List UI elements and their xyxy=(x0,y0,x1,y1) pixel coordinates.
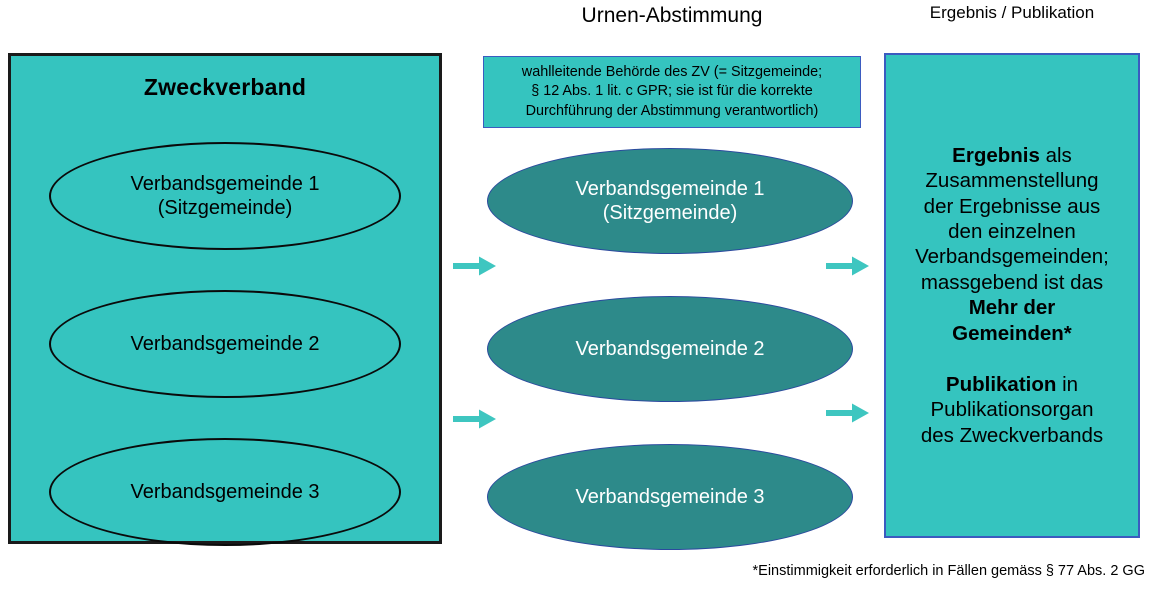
footnote: *Einstimmigkeit erforderlich in Fällen g… xyxy=(752,563,1145,579)
left-node-verbandsgemeinde-3: Verbandsgemeinde 3 xyxy=(49,438,401,546)
left-node-1-line2: (Sitzgemeinde) xyxy=(157,197,293,219)
middle-node-3-line1: Verbandsgemeinde 3 xyxy=(575,485,765,508)
arrow-right-icon-right-top xyxy=(826,255,870,277)
ergebnis-bold-lead: Ergebnis xyxy=(952,143,1040,167)
publikation-paragraph: Publikation in Publikationsorgan des Zwe… xyxy=(921,372,1103,448)
left-node-3-line1: Verbandsgemeinde 3 xyxy=(130,480,320,503)
note-line-1: wahlleitende Behörde des ZV (= Sitzgemei… xyxy=(521,64,823,81)
left-node-2-line1: Verbandsgemeinde 2 xyxy=(130,332,320,355)
publikation-body: in Publikationsorgan des Zweckverbands xyxy=(920,373,1104,447)
zweckverband-panel: Zweckverband Verbandsgemeinde 1 (Sitzgem… xyxy=(8,53,442,546)
note-line-3: Durchführung der Abstimmung verantwortli… xyxy=(525,102,819,119)
arrow-right-icon-left-bottom xyxy=(453,408,497,430)
ergebnis-paragraph: Ergebnis als Zusammenstellung der Ergebn… xyxy=(915,143,1109,346)
wahlleitende-behoerde-note: wahlleitende Behörde des ZV (= Sitzgemei… xyxy=(483,56,861,128)
ergebnis-publikation-panel: Ergebnis als Zusammenstellung der Ergebn… xyxy=(884,53,1140,538)
left-node-1-line1: Verbandsgemeinde 1 xyxy=(130,172,320,195)
urnen-abstimmung-heading: Urnen-Abstimmung xyxy=(581,4,763,27)
ergebnis-body: als Zusammenstellung der Ergebnisse aus … xyxy=(915,143,1109,294)
zweckverband-heading: Zweckverband xyxy=(143,74,307,100)
mehr-der-gemeinden-bold: Mehr der Gemeinden* xyxy=(952,296,1072,345)
left-node-verbandsgemeinde-1: Verbandsgemeinde 1 (Sitzgemeinde) xyxy=(49,142,401,250)
left-node-verbandsgemeinde-2: Verbandsgemeinde 2 xyxy=(49,290,401,398)
middle-node-verbandsgemeinde-3: Verbandsgemeinde 3 xyxy=(487,444,853,550)
middle-node-1-line1: Verbandsgemeinde 1 xyxy=(575,177,765,200)
middle-node-verbandsgemeinde-2: Verbandsgemeinde 2 xyxy=(487,296,853,402)
arrow-right-icon-left-top xyxy=(453,255,497,277)
middle-node-1-line2: (Sitzgemeinde) xyxy=(602,202,738,224)
note-line-2: § 12 Abs. 1 lit. c GPR; sie ist für die … xyxy=(531,83,813,100)
arrow-right-icon-right-bottom xyxy=(826,402,870,424)
middle-node-verbandsgemeinde-1: Verbandsgemeinde 1 (Sitzgemeinde) xyxy=(487,148,853,254)
middle-node-2-line1: Verbandsgemeinde 2 xyxy=(575,337,765,360)
ergebnis-publikation-heading: Ergebnis / Publikation xyxy=(929,3,1095,22)
publikation-bold-lead: Publikation xyxy=(945,373,1057,397)
